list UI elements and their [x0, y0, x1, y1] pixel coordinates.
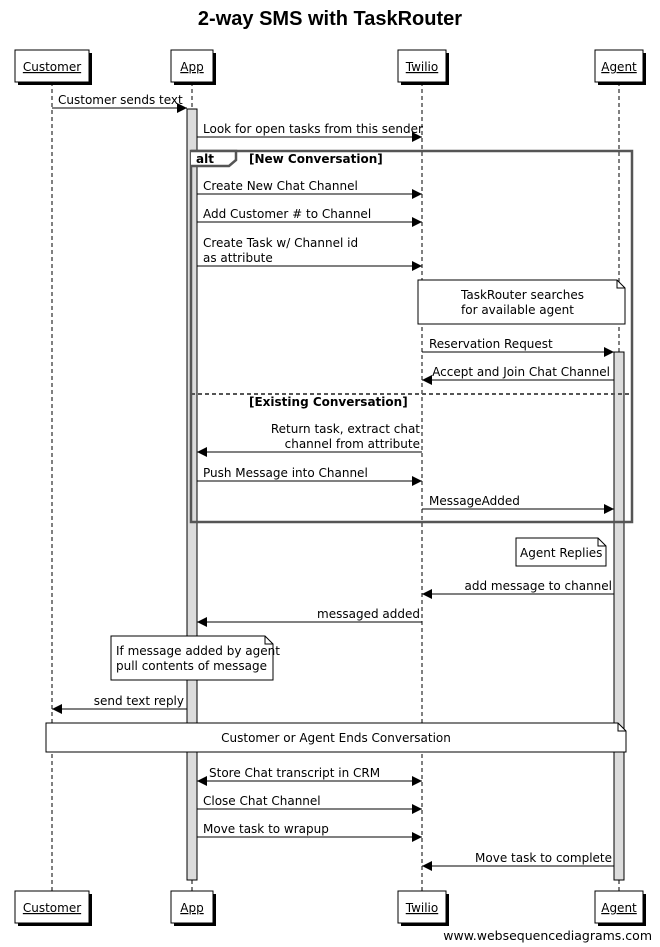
message-15: Close Chat Channel — [197, 794, 422, 814]
message-label: Move task to wrapup — [203, 822, 329, 836]
participant-box — [594, 49, 644, 83]
message-label: Create New Chat Channel — [203, 179, 358, 193]
message-2: Look for open tasks from this sender — [197, 122, 423, 142]
participant-label: Agent — [601, 60, 637, 74]
message-12: messaged added — [197, 607, 422, 627]
agent-activation-bar — [613, 351, 625, 881]
message-3: Create New Chat Channel — [197, 179, 422, 199]
alt-condition-new: [New Conversation] — [249, 152, 383, 166]
note-text: for available agent — [461, 303, 574, 317]
participant-label: Twilio — [405, 60, 439, 74]
participant-box — [14, 890, 90, 924]
participant-agent-top: Agent — [594, 49, 646, 85]
message-label: Add Customer # to Channel — [203, 207, 371, 221]
note-agent-replies: Agent Replies — [515, 537, 607, 567]
participant-label: Customer — [23, 901, 81, 915]
alt-frame-tab — [191, 149, 238, 168]
note-text: pull contents of message — [116, 659, 267, 673]
message-label: Store Chat transcript in CRM — [209, 766, 380, 780]
participant-label: Agent — [601, 901, 637, 915]
note-body — [110, 635, 274, 681]
message-label: Move task to complete — [475, 851, 612, 865]
participant-box — [14, 49, 90, 83]
participant-customer-bottom: Customer — [14, 890, 92, 926]
message-13: send text reply — [52, 694, 187, 714]
watermark: www.websequencediagrams.com — [443, 928, 652, 943]
message-label: channel from attribute — [285, 437, 420, 451]
message-label: send text reply — [94, 694, 184, 708]
note-text: Agent Replies — [520, 546, 602, 560]
message-17: Move task to complete — [422, 851, 614, 871]
message-label: Reservation Request — [429, 337, 553, 351]
message-label: Return task, extract chat — [271, 422, 420, 436]
note-corner — [617, 723, 626, 732]
participant-box — [170, 49, 214, 83]
message-label: Look for open tasks from this sender — [203, 122, 423, 136]
note-body — [417, 279, 626, 325]
participant-label: App — [180, 60, 203, 74]
message-9: Push Message into Channel — [197, 466, 422, 486]
message-label: add message to channel — [465, 579, 613, 593]
participant-box — [170, 890, 214, 924]
message-7: Accept and Join Chat Channel — [422, 365, 614, 385]
message-label: Create Task w/ Channel id — [203, 236, 358, 250]
note-corner — [264, 636, 273, 645]
alt-frame: alt [New Conversation] [Existing Conversat… — [189, 149, 634, 524]
participant-box — [397, 49, 447, 83]
message-label: as attribute — [203, 251, 273, 265]
note-body — [515, 537, 607, 567]
alt-frame-border — [189, 149, 634, 524]
note-body — [45, 722, 627, 753]
message-6: Reservation Request — [422, 337, 614, 357]
message-label: messaged added — [317, 607, 420, 621]
message-14: Store Chat transcript in CRM — [197, 766, 422, 786]
note-conversation-ends: Customer or Agent Ends Conversation — [45, 722, 627, 753]
alt-frame-keyword: alt — [196, 152, 214, 166]
participant-box — [397, 890, 447, 924]
message-11: add message to channel — [422, 579, 614, 599]
message-label: Customer sends text — [58, 93, 183, 107]
participant-label: Customer — [23, 60, 81, 74]
message-label: Push Message into Channel — [203, 466, 368, 480]
message-label: Accept and Join Chat Channel — [432, 365, 610, 379]
message-10: MessageAdded — [422, 494, 614, 514]
participant-twilio-bottom: Twilio — [397, 890, 449, 926]
participant-app-bottom: App — [170, 890, 216, 926]
note-text: Customer or Agent Ends Conversation — [221, 731, 451, 745]
note-text: TaskRouter searches — [460, 288, 584, 302]
message-1: Customer sends text — [52, 93, 187, 113]
participant-customer-top: Customer — [14, 49, 92, 85]
participant-label: Twilio — [405, 901, 439, 915]
note-text: If message added by agent — [116, 644, 280, 658]
diagram-title: 2-way SMS with TaskRouter — [197, 8, 463, 30]
participant-app-top: App — [170, 49, 216, 85]
participant-agent-bottom: Agent — [594, 890, 646, 926]
note-corner — [597, 538, 606, 547]
alt-condition-existing: [Existing Conversation] — [249, 395, 408, 409]
participant-box — [594, 890, 644, 924]
message-label: MessageAdded — [429, 494, 520, 508]
participant-label: App — [180, 901, 203, 915]
note-corner — [616, 280, 625, 289]
participant-twilio-top: Twilio — [397, 49, 449, 85]
message-4: Add Customer # to Channel — [197, 207, 422, 227]
message-16: Move task to wrapup — [197, 822, 422, 842]
message-label: Close Chat Channel — [203, 794, 321, 808]
